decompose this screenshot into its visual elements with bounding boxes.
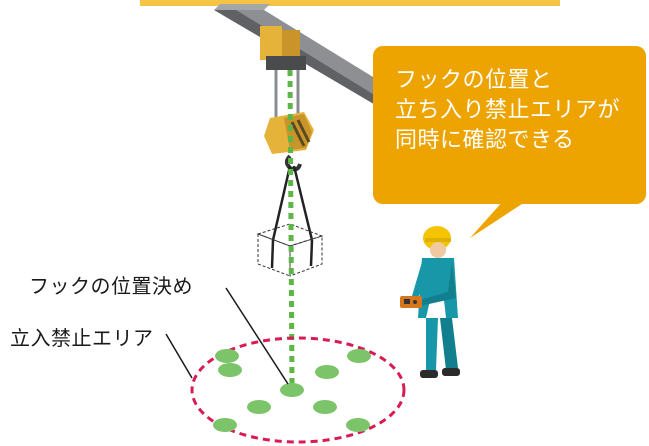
zone-label-leader bbox=[165, 333, 193, 379]
hook-positioning-label: フックの位置決め bbox=[29, 274, 193, 298]
top-banner-strip bbox=[140, 0, 560, 6]
ground-spot bbox=[218, 363, 242, 377]
ground-spot bbox=[213, 418, 237, 432]
ground-spot bbox=[313, 400, 337, 414]
hook-label-leader bbox=[225, 287, 289, 385]
laser-guide-line bbox=[287, 69, 295, 387]
load-box-icon bbox=[256, 223, 324, 277]
worker-icon bbox=[400, 226, 460, 378]
sling-ropes bbox=[270, 165, 314, 269]
restricted-zone-boundary bbox=[190, 336, 406, 444]
callout-bubble bbox=[373, 46, 646, 238]
hoist-chains bbox=[274, 70, 300, 118]
callout-text: フックの位置と 立ち入り禁止エリアが 同時に確認できる bbox=[395, 66, 620, 156]
remote-controller-icon bbox=[400, 296, 422, 308]
ground-spot bbox=[215, 349, 239, 363]
ground-spots bbox=[213, 349, 371, 432]
ground-spot bbox=[347, 349, 371, 363]
ground-spot bbox=[280, 383, 304, 397]
callout-line: 立ち入り禁止エリアが bbox=[395, 98, 621, 123]
restricted-area-label: 立入禁止エリア bbox=[10, 326, 154, 350]
ground-spot bbox=[346, 418, 370, 432]
ground-spot bbox=[315, 365, 339, 379]
callout-line: 同時に確認できる bbox=[395, 128, 575, 153]
callout-line: フックの位置と bbox=[395, 68, 553, 93]
ground-spot bbox=[247, 400, 271, 414]
